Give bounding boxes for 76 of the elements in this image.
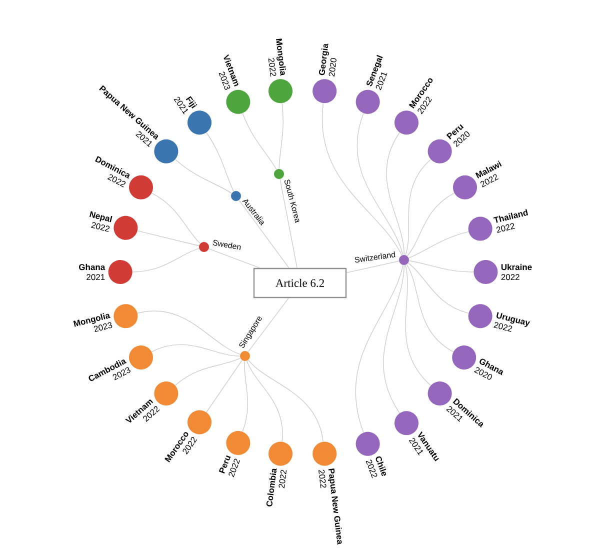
country-circle [356, 432, 380, 456]
connector-line [246, 360, 283, 442]
connector-line [356, 112, 404, 256]
country-circle [474, 260, 498, 284]
country-circle [428, 381, 452, 406]
connector-line [206, 132, 234, 192]
country-label: Papua New Guinea 2022 [318, 468, 342, 545]
hub-label: Switzerland [354, 251, 396, 263]
connector-line [408, 231, 469, 258]
hub-dot [274, 169, 284, 179]
country-circle [268, 79, 292, 104]
connector-line [322, 102, 402, 256]
connector-line [280, 178, 298, 268]
hub-dot [240, 350, 250, 361]
connector-line [248, 298, 289, 352]
connector-line [406, 264, 454, 352]
country-label: Thailand 2022 [493, 209, 528, 233]
connector-line [278, 102, 284, 170]
connector-line [206, 360, 242, 413]
connector-line [386, 132, 404, 256]
country-label: Mongolia 2023 [73, 313, 112, 332]
connector-line [151, 344, 240, 356]
country-circle [129, 175, 153, 200]
connector-line [405, 264, 432, 386]
country-label: Ghana 2021 [79, 264, 106, 280]
hub-dot [199, 242, 209, 252]
connector-line [248, 360, 324, 442]
connector-line [383, 264, 404, 414]
country-label: Nepal 2022 [89, 211, 112, 232]
connector-line [405, 159, 431, 256]
hub-label: South Korea [284, 180, 300, 224]
country-circle [114, 216, 138, 240]
country-circle [394, 110, 418, 135]
connector-line [132, 248, 200, 272]
country-label: Mongolia 2022 [268, 38, 286, 77]
country-circle [394, 411, 418, 436]
country-label: Peru 2022 [218, 455, 240, 478]
country-circle [154, 381, 178, 406]
hub-label: Sweden [212, 240, 241, 250]
country-circle [312, 442, 337, 466]
country-label: Ukraine 2022 [501, 264, 532, 280]
country-circle [154, 139, 178, 164]
country-circle [468, 304, 492, 328]
country-label: Chile 2022 [366, 456, 386, 478]
connector-line [408, 260, 474, 272]
connector-line [174, 358, 241, 386]
hub-dot [231, 191, 241, 201]
connector-line [242, 112, 277, 170]
country-circle [356, 90, 380, 114]
connector-line [137, 310, 240, 355]
country-circle [453, 175, 477, 200]
title-box: Article 6.2 [253, 268, 347, 298]
country-circle [226, 90, 250, 114]
country-circle [312, 79, 337, 104]
country-circle [188, 410, 212, 434]
connector-line [151, 192, 201, 244]
country-label: Georgia 2020 [318, 44, 336, 77]
country-circle [188, 110, 212, 135]
country-circle [468, 216, 492, 241]
country-circle [108, 260, 132, 284]
country-circle [114, 304, 138, 328]
connector-line [346, 260, 400, 274]
connector-line [242, 360, 248, 432]
country-label: Colombia 2022 [266, 468, 287, 506]
connector-line [355, 264, 404, 433]
country-circle [129, 346, 153, 370]
connector-line [238, 200, 290, 268]
connector-line [208, 248, 260, 268]
country-circle [268, 442, 292, 466]
country-circle [428, 139, 452, 164]
hub-dot [399, 255, 409, 265]
connector-line [137, 230, 200, 246]
connector-line [175, 159, 232, 194]
connector-line [408, 262, 469, 314]
country-circle [226, 430, 250, 455]
connector-line [407, 192, 455, 256]
